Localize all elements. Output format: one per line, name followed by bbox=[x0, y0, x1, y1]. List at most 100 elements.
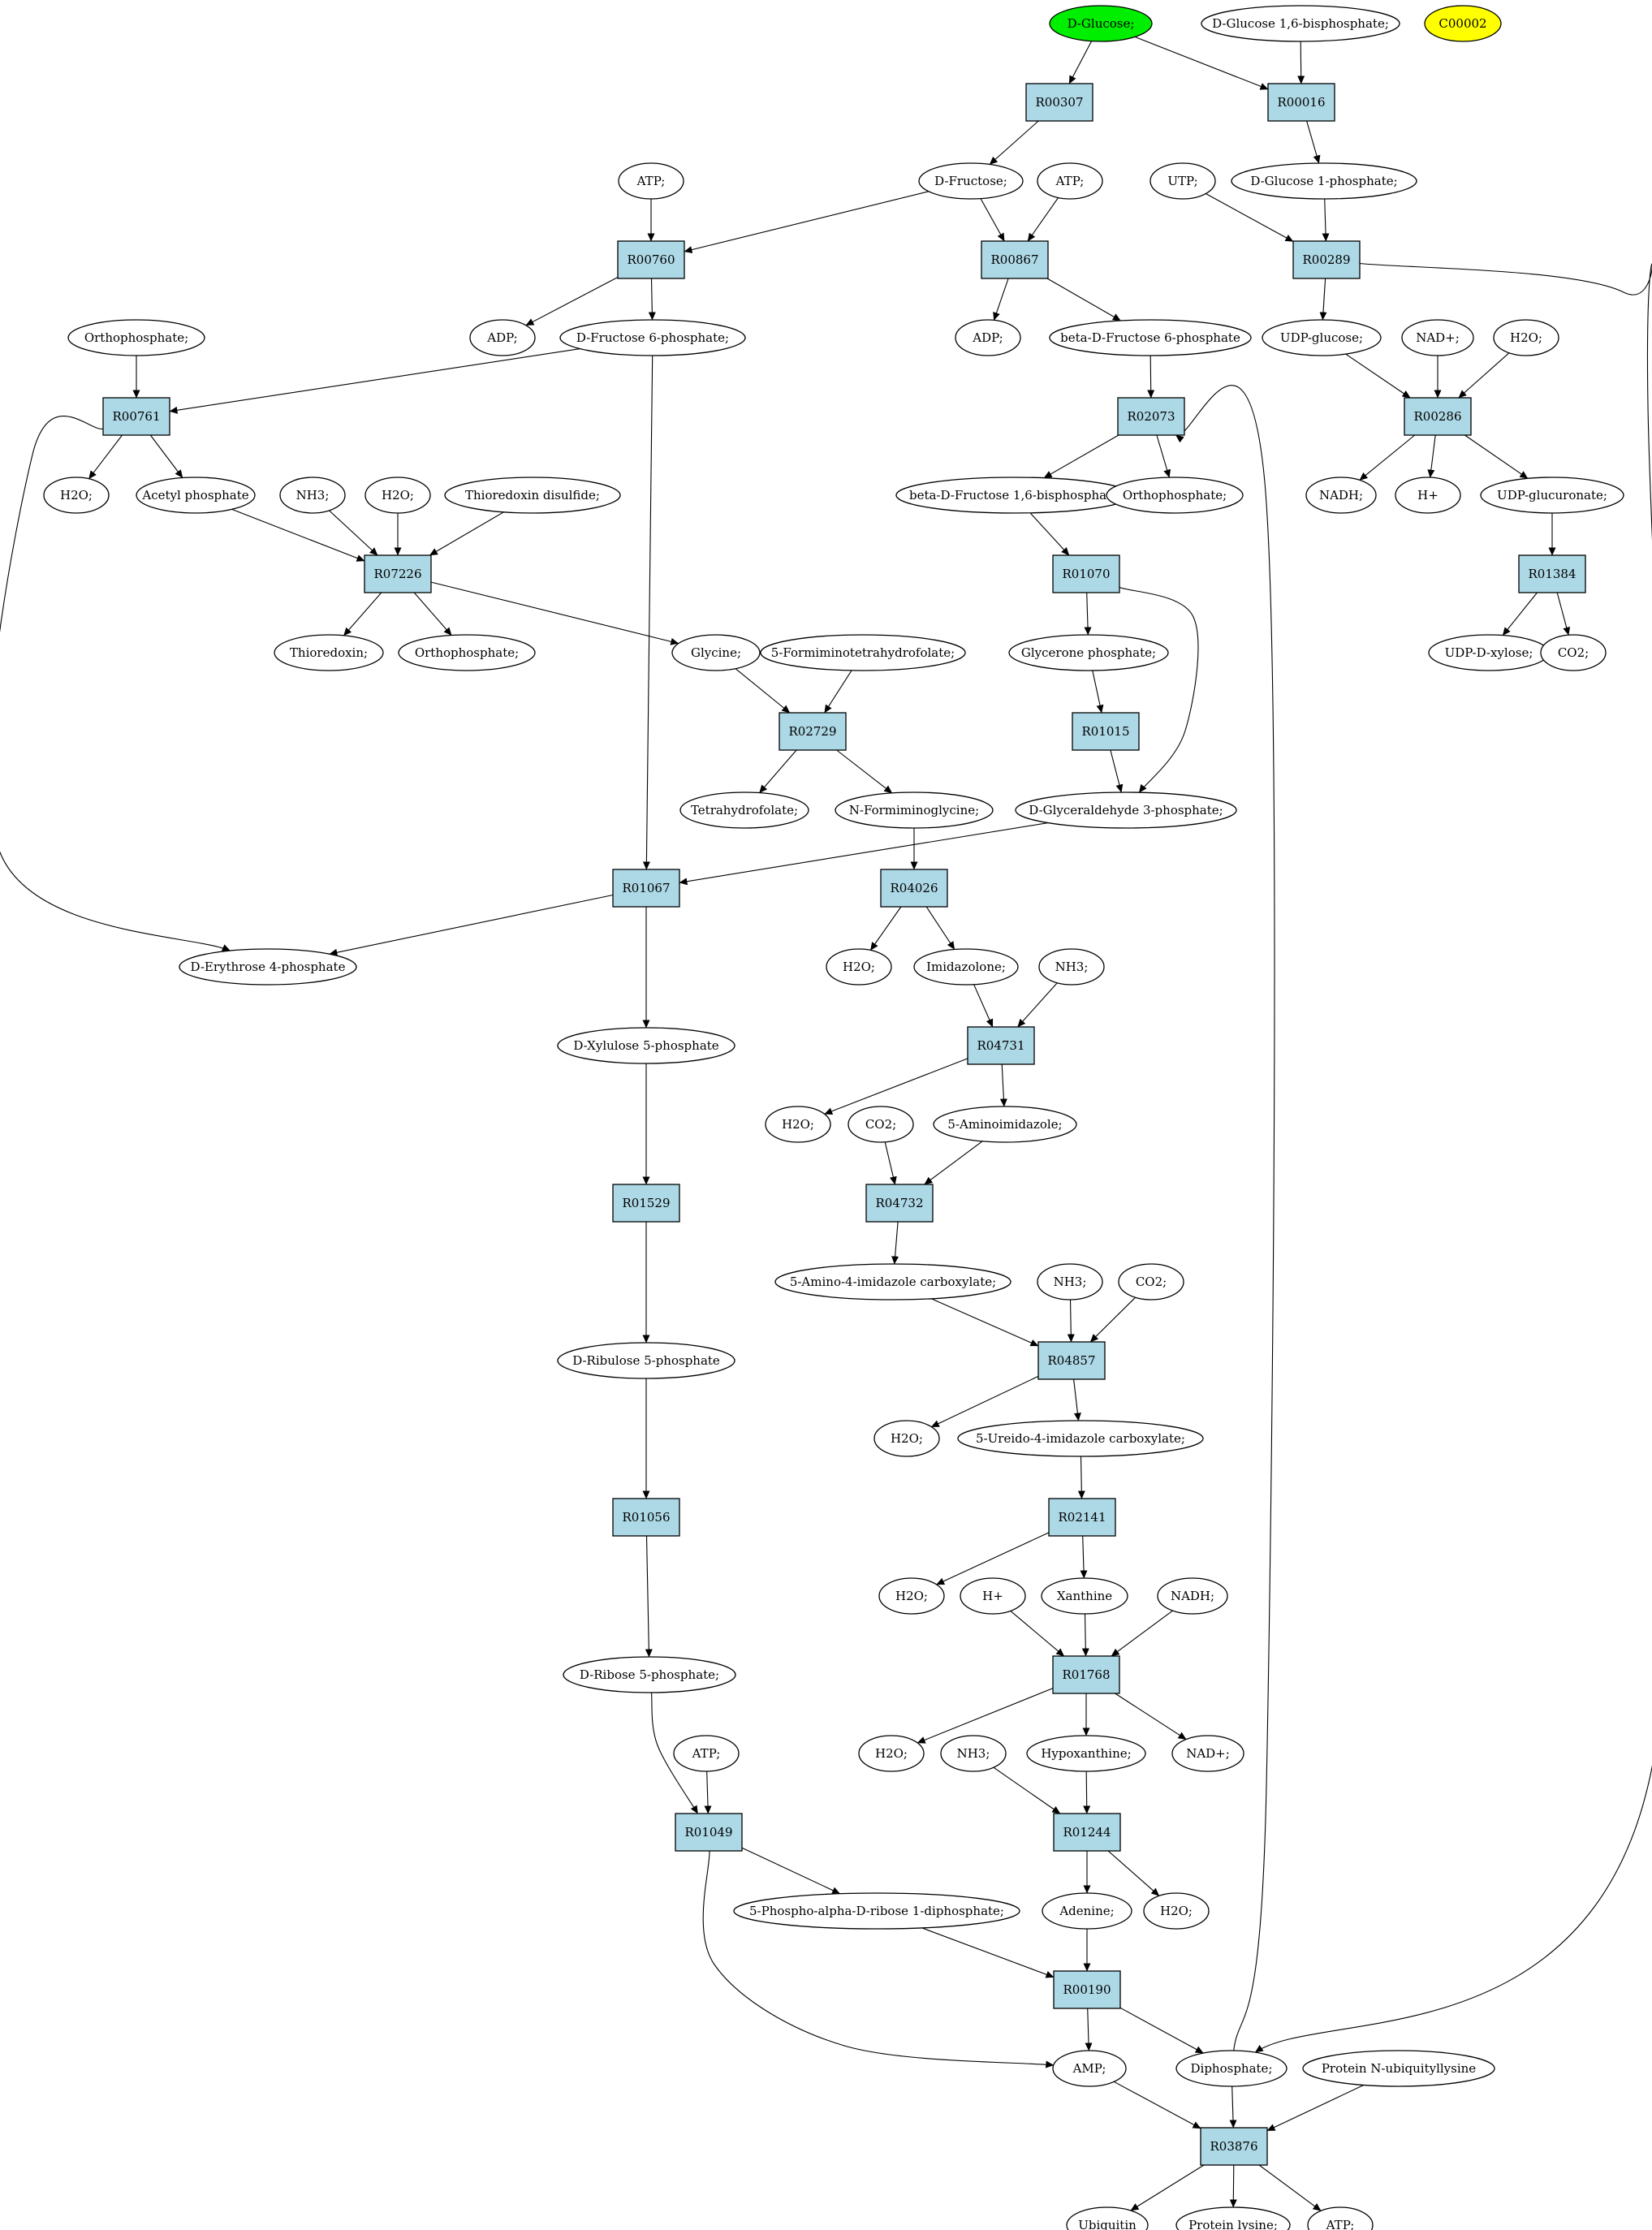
edge-r00289-to-udpglucose bbox=[1319, 278, 1327, 321]
node-label: Xanthine bbox=[1057, 1589, 1112, 1603]
edge-hplus2-to-r01768 bbox=[1010, 1610, 1065, 1657]
node-label: R01015 bbox=[1081, 724, 1129, 739]
reaction-node-r07226: R07226 bbox=[364, 554, 432, 593]
edge-r00761-to-h2o_b bbox=[88, 434, 123, 480]
edge-r02729-to-nformiminoglycine bbox=[836, 749, 893, 794]
compound-node-betafru6p: beta-D-Fructose 6-phosphate bbox=[1049, 319, 1252, 356]
compound-ellipse bbox=[136, 477, 256, 514]
edge-r00867-to-betafru6p bbox=[1046, 278, 1121, 321]
compound-node-orthophosphate3: Orthophosphate; bbox=[398, 634, 536, 671]
compound-node-proteinnubiq: Protein N-ubiquityllysine bbox=[1302, 2050, 1495, 2087]
edge-r04731-to-aminoimidazole bbox=[999, 1063, 1007, 1107]
compound-node-h2o_a: H2O; bbox=[1493, 319, 1559, 356]
reaction-box bbox=[1053, 1813, 1121, 1852]
compound-node-hplus2: H+ bbox=[960, 1577, 1026, 1615]
compound-ellipse bbox=[933, 1106, 1077, 1143]
node-label: R01067 bbox=[622, 881, 670, 895]
compound-node-atp1: ATP; bbox=[618, 162, 684, 200]
compound-node-atp3: ATP; bbox=[673, 1735, 740, 1772]
compound-node-hypoxanthine: Hypoxanthine; bbox=[1026, 1735, 1146, 1772]
compound-node-co2_c: CO2; bbox=[1118, 1263, 1184, 1300]
compound-node-dxylulose5p: D-Xylulose 5-phosphate bbox=[557, 1027, 735, 1064]
node-label: R00307 bbox=[1035, 95, 1083, 110]
compound-ellipse bbox=[765, 1106, 831, 1143]
edge-r00190-to-amp bbox=[1085, 2008, 1093, 2051]
compound-node-nadplus1: NAD+; bbox=[1401, 319, 1474, 356]
compound-ellipse bbox=[1037, 162, 1103, 200]
node-label: R01049 bbox=[684, 1825, 732, 1840]
compound-node-udpxylose: UDP-D-xylose; bbox=[1428, 634, 1550, 671]
reaction-box bbox=[102, 397, 170, 436]
compound-node-nadh1: NADH; bbox=[1305, 477, 1377, 514]
node-label: R02141 bbox=[1058, 1510, 1106, 1525]
edge-co2_b-to-r04732 bbox=[884, 1141, 897, 1185]
reaction-node-r04732: R04732 bbox=[865, 1184, 934, 1223]
compound-ellipse bbox=[1066, 2206, 1149, 2230]
node-label: Orthophosphate; bbox=[1123, 488, 1227, 503]
node-label: NAD+; bbox=[1186, 1746, 1230, 1761]
compound-ellipse bbox=[1171, 1735, 1244, 1772]
compound-node-dgluc16bp: D-Glucose 1,6-bisphosphate; bbox=[1201, 5, 1400, 42]
reaction-node-r01244: R01244 bbox=[1053, 1813, 1121, 1852]
edge-r01384-to-co2_a bbox=[1556, 592, 1571, 636]
edge-r03876-to-atp4 bbox=[1258, 2164, 1322, 2211]
edge-co2_c-to-r04857 bbox=[1089, 1296, 1136, 1343]
node-label: H2O; bbox=[875, 1746, 908, 1761]
compound-ellipse bbox=[1307, 2206, 1374, 2230]
reaction-box bbox=[1025, 83, 1093, 122]
edge-r07226-to-glycine bbox=[430, 581, 679, 645]
node-label: Glycine; bbox=[691, 645, 741, 660]
compound-node-h2o_b: H2O; bbox=[43, 477, 110, 514]
node-label: Adenine; bbox=[1059, 1904, 1114, 1918]
reaction-box bbox=[1117, 397, 1185, 436]
compound-node-betafru16bp: beta-D-Fructose 1,6-bisphosphate bbox=[895, 477, 1132, 514]
reaction-box bbox=[1404, 397, 1472, 436]
reaction-box bbox=[612, 1498, 680, 1537]
nodes: D-Glucose;D-Glucose 1,6-bisphosphate;C00… bbox=[43, 5, 1624, 2230]
edges bbox=[0, 36, 1652, 2211]
edge-r01049-to-amp bbox=[702, 1850, 1055, 2068]
edge-r01015-to-dglyceraldehyde3p bbox=[1110, 749, 1124, 793]
node-label: UDP-glucose; bbox=[1280, 330, 1363, 345]
node-label: R00286 bbox=[1413, 409, 1461, 424]
node-label: NH3; bbox=[296, 488, 330, 503]
node-label: ATP; bbox=[1326, 2218, 1355, 2230]
node-label: Orthophosphate; bbox=[415, 645, 519, 660]
edge-r07226-to-thioredoxin bbox=[343, 592, 382, 636]
compound-node-h2o_g: H2O; bbox=[878, 1577, 945, 1615]
compound-node-co2_a: CO2; bbox=[1540, 634, 1607, 671]
edge-dfructose-to-r00867 bbox=[980, 198, 1005, 242]
node-label: D-Fructose 6-phosphate; bbox=[576, 330, 729, 345]
edge-prpp-to-r00190 bbox=[921, 1927, 1055, 1978]
node-label: Imidazolone; bbox=[926, 960, 1006, 974]
edge-r04026-to-imidazolone bbox=[925, 906, 955, 950]
edge-r00761-to-derythrose4p bbox=[0, 416, 231, 951]
compound-ellipse bbox=[1149, 162, 1216, 200]
node-label: R03876 bbox=[1210, 2139, 1257, 2154]
node-label: NADH; bbox=[1171, 1589, 1214, 1603]
compound-node-dribose5p: D-Ribose 5-phosphate; bbox=[563, 1656, 736, 1693]
edge-r02073-to-betafru16bp bbox=[1043, 434, 1119, 479]
node-label: 5-Amino-4-imidazole carboxylate; bbox=[790, 1275, 996, 1289]
compound-ellipse bbox=[1118, 1263, 1184, 1300]
edge-aminoimidazole-to-r04732 bbox=[924, 1141, 983, 1185]
compound-ellipse bbox=[1157, 1577, 1228, 1615]
node-label: NADH; bbox=[1319, 488, 1363, 503]
node-label: R02729 bbox=[788, 724, 836, 739]
compound-node-atp2: ATP; bbox=[1037, 162, 1103, 200]
reaction-node-r01529: R01529 bbox=[612, 1184, 680, 1223]
edge-atp2-to-r00867 bbox=[1027, 197, 1059, 242]
node-label: Acetyl phosphate bbox=[141, 488, 248, 503]
edge-glycine-to-r02729 bbox=[735, 668, 791, 714]
compound-ellipse bbox=[774, 1263, 1011, 1300]
node-label: D-Glucose 1,6-bisphosphate; bbox=[1212, 16, 1389, 31]
compound-node-glyceronephosphate: Glycerone phosphate; bbox=[1008, 634, 1169, 671]
node-label: R01070 bbox=[1062, 567, 1110, 581]
compound-node-h2o_d: H2O; bbox=[826, 948, 892, 986]
compound-ellipse bbox=[364, 477, 431, 514]
edge-nh3_a-to-r07226 bbox=[329, 510, 378, 556]
reaction-node-r01070: R01070 bbox=[1052, 554, 1120, 593]
edge-r07226-to-orthophosphate3 bbox=[413, 592, 452, 636]
node-label: N-Formiminoglycine; bbox=[849, 803, 979, 817]
node-label: Protein N-ubiquityllysine bbox=[1322, 2061, 1476, 2076]
